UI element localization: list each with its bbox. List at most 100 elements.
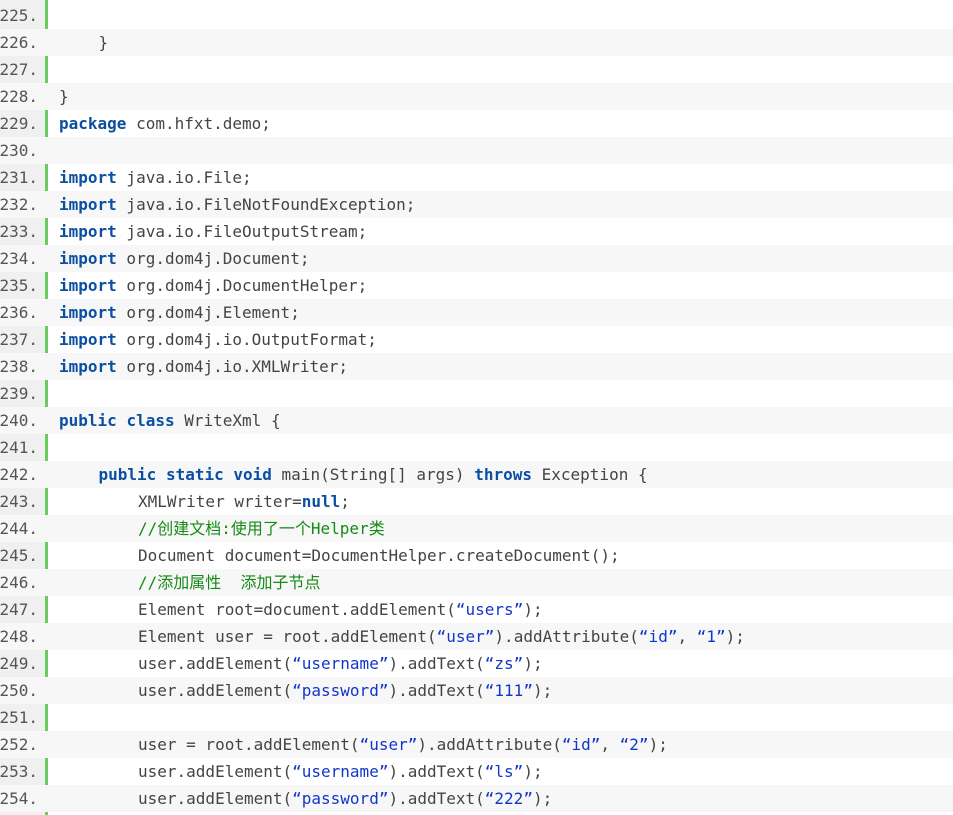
code-text[interactable]: Document document=DocumentHelper.createD… [138,542,620,569]
code-text[interactable]: } [99,29,109,56]
code-token: ).addAttribute( [494,627,639,646]
code-token: java.io.FileNotFoundException; [116,195,416,214]
code-line[interactable]: 232.import java.io.FileNotFoundException… [0,191,953,218]
code-text[interactable]: //创建文档:使用了一个Helper类 [138,515,385,542]
line-number-text: 229. [0,114,38,133]
string-literal-token: “users” [455,600,524,619]
code-line[interactable]: 252. user = root.addElement(“user”).addAt… [0,731,953,758]
code-token: user.addElement( [138,789,293,808]
code-line[interactable]: 236. import org.dom4j.Element; [0,299,953,326]
string-literal-token: “zs” [484,654,524,673]
string-literal-token: “ls” [484,762,524,781]
code-token: } [98,33,109,52]
code-text[interactable]: user.addElement(“password”).addText(“222… [138,785,552,812]
code-text[interactable]: import org.dom4j.io.XMLWriter; [59,353,348,380]
line-number: 244. [0,515,38,542]
line-number: 228. [0,83,38,110]
comment-token: //创建文档:使用了一个Helper类 [138,519,385,538]
keyword-token: import [59,276,117,295]
code-line[interactable]: 234.import org.dom4j.Document; [0,245,953,272]
code-text[interactable]: user = root.addElement(“user”).addAttrib… [138,731,668,758]
line-number-text: 239. [0,384,38,403]
code-line[interactable]: 254. user.addElement(“password”).addText(… [0,785,953,812]
line-number-text: 251. [0,708,38,727]
line-number-text: 247. [0,600,38,619]
code-line[interactable]: 242. public static void main(String[] arg… [0,461,953,488]
code-line[interactable]: 229. package com.hfxt.demo; [0,110,953,137]
code-line[interactable]: 227. [0,56,953,83]
line-number-text: 230. [0,141,38,160]
code-text[interactable]: import org.dom4j.DocumentHelper; [59,272,367,299]
code-text[interactable]: Element root=document.addElement(“users”… [138,596,543,623]
code-text[interactable]: user.addElement(“password”).addText(“111… [138,677,552,704]
code-token: ); [523,654,543,673]
code-token: java.io.File; [116,168,252,187]
line-number-text: 238. [0,357,38,376]
code-text[interactable]: import org.dom4j.Element; [59,299,300,326]
code-text[interactable]: import java.io.File; [59,164,252,191]
string-literal-token: “222” [484,789,533,808]
code-line[interactable]: 235.import org.dom4j.DocumentHelper; [0,272,953,299]
line-number: 243. [0,488,38,515]
code-line[interactable]: 247. Element root=document.addElement(“us… [0,596,953,623]
code-token: org.dom4j.Document; [116,249,310,268]
code-line[interactable]: 243. XMLWriter writer=null; [0,488,953,515]
code-token: org.dom4j.DocumentHelper; [116,276,368,295]
code-text[interactable]: } [59,83,69,110]
code-text[interactable]: user.addElement(“username”).addText(“ls”… [138,758,543,785]
line-number: 249. [0,650,38,677]
keyword-token: import [59,249,117,268]
code-token: ).addText( [388,789,485,808]
code-line[interactable]: 239. [0,380,953,407]
code-text[interactable]: Element user = root.addElement(“user”).a… [138,623,745,650]
code-text[interactable]: import java.io.FileOutputStream; [59,218,367,245]
string-literal-token: “user” [436,627,495,646]
code-text[interactable]: XMLWriter writer=null; [138,488,350,515]
code-text[interactable]: public static void main(String[] args) t… [99,461,648,488]
code-token: Exception { [532,465,648,484]
line-number-text: 249. [0,654,38,673]
code-token: com.hfxt.demo; [126,114,271,133]
line-number: 242. [0,461,38,488]
code-line[interactable]: 253.user.addElement(“username”).addText(… [0,758,953,785]
line-number: 229. [0,110,38,137]
code-line[interactable]: 231.import java.io.File; [0,164,953,191]
code-text[interactable]: user.addElement(“username”).addText(“zs”… [138,650,543,677]
code-token: } [59,87,69,106]
keyword-token: package [59,114,127,133]
code-token: ).addText( [388,681,485,700]
code-line[interactable]: 251. [0,704,953,731]
code-line[interactable]: 250.user.addElement(“password”).addText(… [0,677,953,704]
code-text[interactable]: public class WriteXml { [59,407,281,434]
code-token: ); [532,681,553,700]
code-text[interactable]: import org.dom4j.io.OutputFormat; [59,326,377,353]
line-number-text: 227. [0,60,38,79]
code-line[interactable]: 246.//添加属性 添加子节点 [0,569,953,596]
code-line[interactable]: 249. user.addElement(“username”).addText(… [0,650,953,677]
code-line[interactable]: 244. //创建文档:使用了一个Helper类 [0,515,953,542]
code-line[interactable]: 238. import org.dom4j.io.XMLWriter; [0,353,953,380]
code-line[interactable]: 230. [0,137,953,164]
code-line[interactable]: 241. [0,434,953,461]
line-number: 236. [0,299,38,326]
code-line[interactable]: 248.Element user = root.addElement(“user… [0,623,953,650]
code-text[interactable]: import java.io.FileNotFoundException; [59,191,415,218]
line-number-text: 252. [0,735,38,754]
code-text[interactable]: import org.dom4j.Document; [59,245,309,272]
code-line[interactable]: 237.import org.dom4j.io.OutputFormat; [0,326,953,353]
code-text[interactable]: package com.hfxt.demo; [59,110,271,137]
line-number: 254. [0,785,38,812]
code-line[interactable]: 228.} [0,83,953,110]
code-line[interactable]: 233.import java.io.FileOutputStream; [0,218,953,245]
code-token: ).addText( [388,762,485,781]
code-token: ); [725,627,745,646]
code-line[interactable]: 240. public class WriteXml { [0,407,953,434]
code-line[interactable]: 225. [0,2,953,29]
line-number-text: 240. [0,411,38,430]
code-line[interactable]: 245.Document document=DocumentHelper.cre… [0,542,953,569]
line-number-text: 242. [0,465,38,484]
code-token: ); [523,600,543,619]
code-line[interactable]: 226.} [0,29,953,56]
code-text[interactable]: //添加属性 添加子节点 [138,569,321,596]
